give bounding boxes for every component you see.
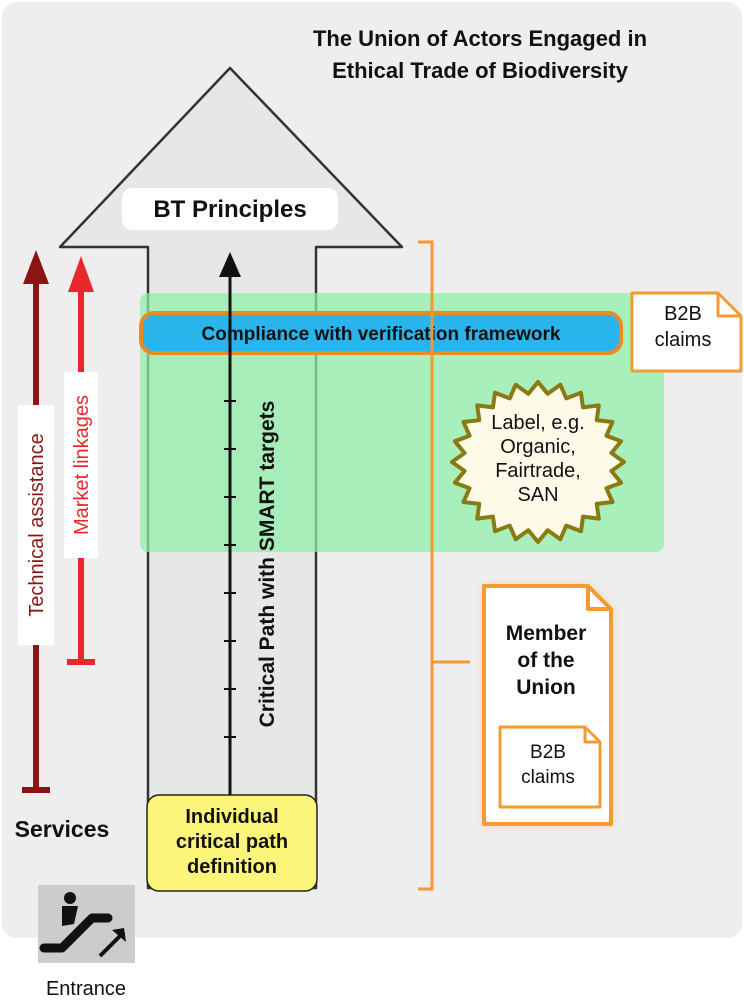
individual-definition-box [146,794,318,892]
technical-assistance-arrow: Technical assistance [18,250,54,793]
critical-path-arrowhead [219,252,241,277]
principles-label: BT Principles [153,196,306,223]
market-linkages-arrow: Market linkages [64,256,98,665]
b2b-claims-top-line-1: B2B [664,303,702,325]
member-line-3: Union [516,676,575,699]
label-badge-line-3: Fairtrade, [495,460,581,482]
entrance-label: Entrance [46,978,126,1000]
critical-path-label: Critical Path with SMART targets [256,401,279,728]
b2b-claims-top-line-2: claims [655,329,712,351]
technical-assistance-label: Technical assistance [26,433,48,616]
member-line-2: of the [517,649,574,672]
member-line-1: Member [506,622,587,645]
principles-label-box [122,188,338,230]
title-line-1: The Union of Actors Engaged in [313,26,647,51]
individual-definition-line-2: critical path [176,831,288,853]
member-document: Member of the Union B2B claims [482,584,613,826]
individual-definition-line-1: Individual [185,806,278,828]
services-label: Services [15,816,110,842]
title-line-2: Ethical Trade of Biodiversity [332,58,629,83]
label-badge [450,380,626,544]
compliance-bar [139,311,623,355]
label-badge-line-1: Label, e.g. [491,412,584,434]
label-badge-line-4: SAN [517,484,558,506]
market-linkages-label: Market linkages [71,395,93,535]
individual-definition-line-3: definition [187,856,277,878]
orange-bracket [418,240,470,891]
b2b-claims-document-top: B2B claims [630,291,743,373]
member-claims-line-1: B2B [530,742,566,763]
compliance-label: Compliance with verification framework [202,324,561,345]
member-claims-line-2: claims [521,767,575,788]
member-claims-document [498,725,602,809]
label-badge-line-2: Organic, [500,436,576,458]
critical-path-ticks [224,400,236,738]
escalator-icon [38,885,135,963]
